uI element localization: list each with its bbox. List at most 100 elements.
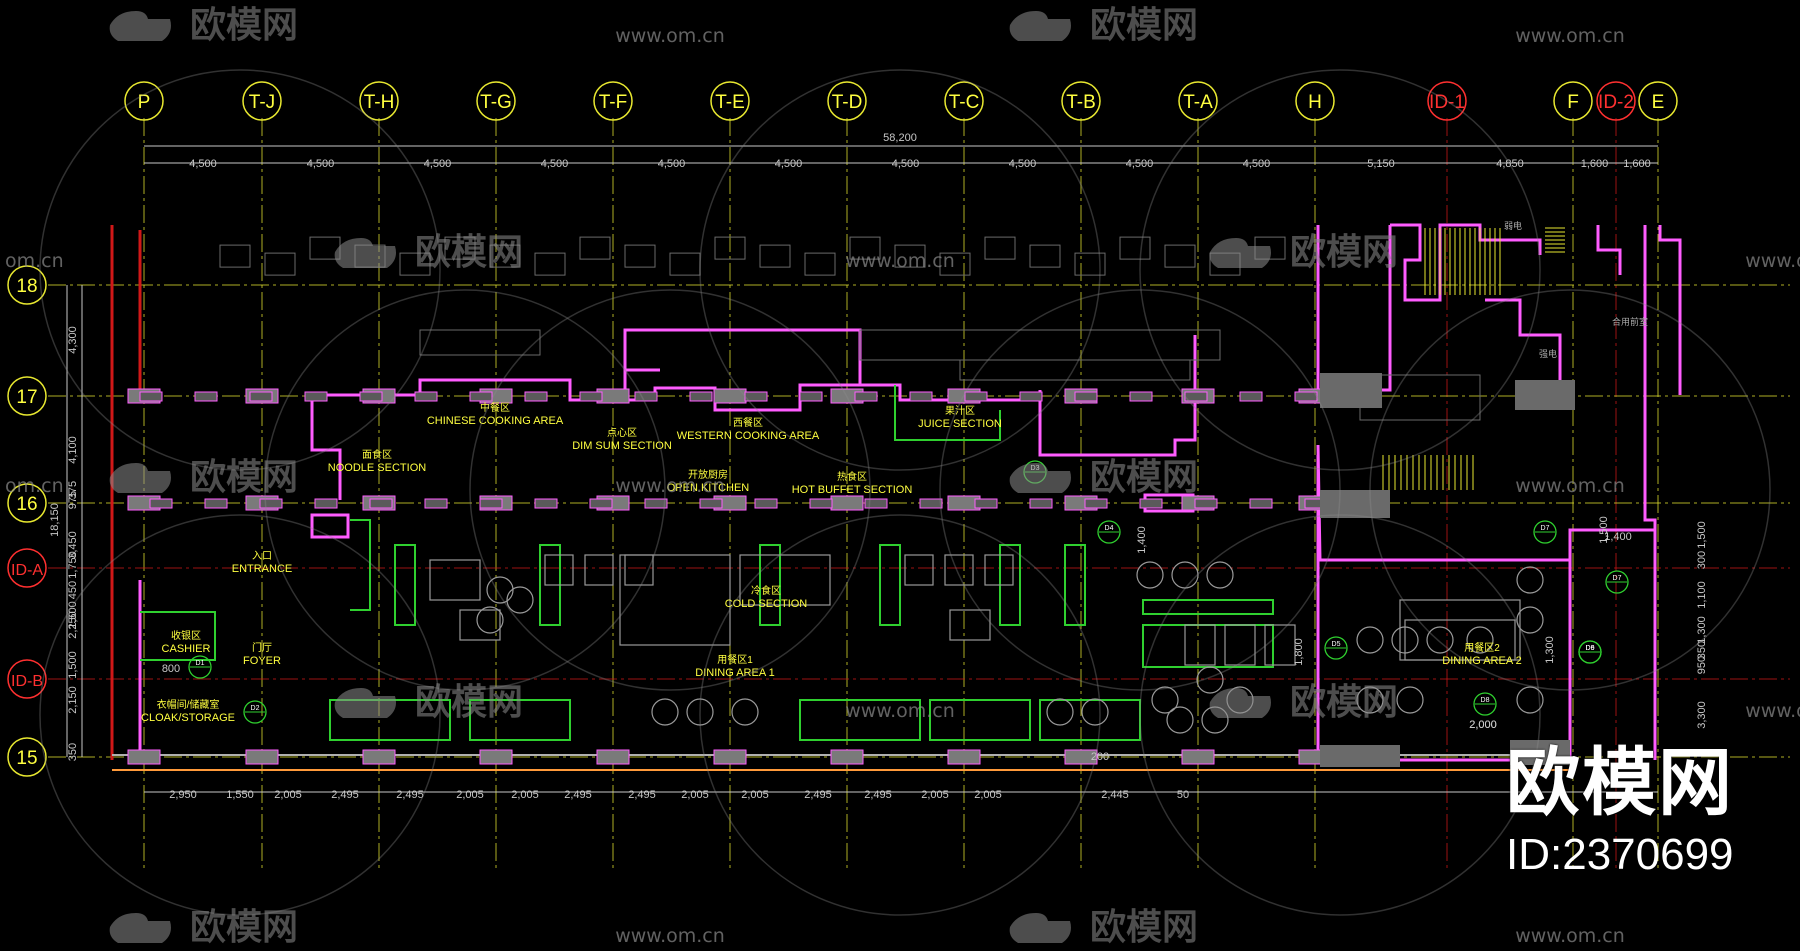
- bottom-dimension-text: 2,495: [564, 789, 592, 801]
- wall-segment: [1074, 391, 1098, 402]
- top-dimension-text: 4,500: [892, 158, 920, 170]
- area-label-cn: 热食区: [837, 470, 867, 483]
- right-dimension-text: 3,300: [1696, 701, 1708, 729]
- wall-segment: [249, 391, 273, 402]
- round-table: [1196, 666, 1224, 694]
- watermark-brand-text: 欧模网: [190, 5, 298, 46]
- misc-dimension-text: 2,000: [1469, 719, 1497, 731]
- wall-segment: [149, 498, 173, 509]
- wall-segment: [1139, 498, 1163, 509]
- brand-watermark-tile: 欧模网: [1009, 907, 1198, 948]
- equipment-unit: [804, 252, 836, 276]
- round-table: [1466, 626, 1494, 654]
- grid-bubble-circle: [827, 81, 867, 121]
- detail-tag: D7: [1533, 520, 1557, 544]
- detail-tag: D9: [1578, 640, 1602, 664]
- top-dimension-text: 4,500: [775, 158, 803, 170]
- grid-bubble-label: P: [138, 92, 151, 113]
- wall-segment: [534, 498, 558, 509]
- grid-bubble-label: T-J: [249, 92, 275, 113]
- grid-bubble-circle: [242, 81, 282, 121]
- equipment-unit: [1164, 244, 1196, 268]
- equipment-unit: [264, 252, 296, 276]
- partition: [350, 519, 371, 611]
- tag-circle: [1605, 570, 1629, 594]
- square-table: [544, 554, 574, 586]
- grid-bubble-row-id-a: ID-A: [7, 548, 47, 588]
- area-label-en: CLOAK/STORAGE: [141, 712, 235, 724]
- equipment-unit: [669, 252, 701, 276]
- grid-bubble-t-g: T-G: [476, 81, 516, 121]
- grid-bubble-id-1: ID-1: [1427, 81, 1467, 121]
- stair-well: [1359, 374, 1481, 421]
- misc-dimension-text: 2,000: [1469, 719, 1497, 731]
- detail-tag: D7: [1605, 570, 1629, 594]
- tag-circle: [188, 655, 212, 679]
- bottom-dimension-text: 2,495: [396, 789, 424, 801]
- equipment-unit: [624, 244, 656, 268]
- grid-bubble-label: T-F: [599, 92, 628, 113]
- square-table: [1184, 624, 1216, 666]
- square-table: [584, 554, 614, 586]
- wall-segment: [689, 391, 713, 402]
- watermark-ring: [939, 289, 1341, 691]
- left-dimension-text: 1,500: [67, 601, 79, 629]
- wall-segment: [1029, 498, 1053, 509]
- bottom-dimension-text: 2,495: [331, 789, 359, 801]
- wall-segment: [754, 498, 778, 509]
- banquette: [1039, 699, 1141, 741]
- grid-bubble-label: ID-2: [1598, 92, 1634, 113]
- grid-bubble-h: H: [1295, 81, 1335, 121]
- bottom-dimension-text: 2,005: [274, 789, 302, 801]
- wall-segment: [919, 498, 943, 509]
- round-table: [731, 698, 759, 726]
- sofa-icon: [109, 11, 171, 41]
- square-table: [459, 609, 501, 641]
- grid-bubble-label: F: [1567, 92, 1579, 113]
- wall-segment: [864, 498, 888, 509]
- equipment-unit: [219, 244, 251, 268]
- grid-bubble-row-15: 15: [7, 737, 47, 777]
- misc-dimension-text: 1,400: [1604, 531, 1632, 543]
- sofa-icon: [1009, 463, 1071, 493]
- cashier-counter: [140, 611, 216, 661]
- bottom-dimension-text: 2,495: [864, 789, 892, 801]
- round-table: [686, 698, 714, 726]
- watermark-ring: [39, 514, 441, 916]
- left-dimension-text: 2,250: [67, 611, 79, 639]
- area-label-cn: 入口: [252, 551, 272, 562]
- right-dimension-text: 1,300: [1696, 616, 1708, 644]
- wall-segment: [1294, 391, 1318, 402]
- area-label-en: JUICE SECTION: [918, 418, 1002, 430]
- booth-seat: [759, 544, 781, 626]
- area-label-en: ENTRANCE: [232, 563, 293, 575]
- stairs: [1382, 227, 1565, 490]
- watermark-ring: [39, 69, 441, 471]
- wall-segment: [1129, 391, 1153, 402]
- wall-segment: [634, 391, 658, 402]
- sofa-icon: [1009, 913, 1071, 943]
- area-label-cn: 果汁区: [945, 404, 975, 417]
- square-table: [904, 554, 934, 586]
- equipment-unit: [1029, 244, 1061, 268]
- column: [245, 749, 279, 765]
- top-dimension-text: 1,600: [1623, 158, 1651, 170]
- column: [830, 495, 864, 511]
- equipment-unit: [984, 236, 1016, 260]
- round-table: [1356, 626, 1384, 654]
- watermark-brand-text: 欧模网: [190, 457, 298, 498]
- wall-segment: [809, 498, 833, 509]
- watermark-brand-text: 欧模网: [415, 232, 523, 273]
- watermark-brand-text: 欧模网: [1290, 232, 1398, 273]
- bottom-dimension-text: 2,005: [921, 789, 949, 801]
- watermark-site-text: www.om.cn: [615, 925, 725, 947]
- wall-segment: [579, 391, 603, 402]
- wall-segment: [424, 498, 448, 509]
- grid-bubble-label: T-C: [949, 92, 980, 113]
